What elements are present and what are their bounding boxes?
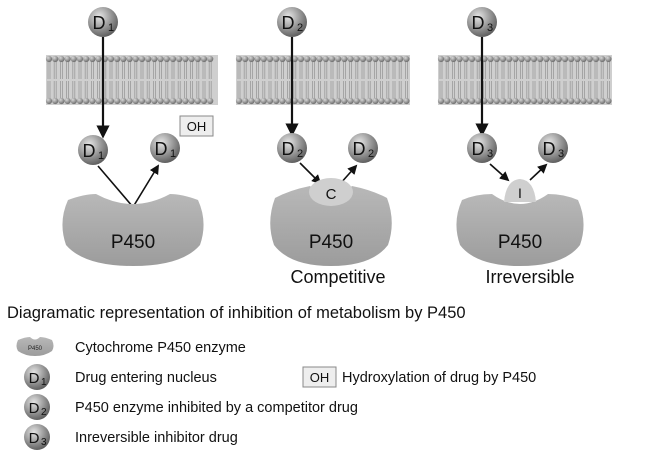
- enzyme-icon: [16, 337, 54, 356]
- svg-text:D: D: [29, 430, 40, 447]
- enzyme-label: P450: [111, 232, 155, 253]
- svg-text:D: D: [29, 370, 40, 387]
- drug-d2-outside: D 2: [277, 7, 307, 37]
- svg-text:1: 1: [41, 377, 47, 388]
- svg-text:D: D: [29, 400, 40, 417]
- enzyme-label: P450: [309, 232, 353, 253]
- legend-enzyme-row: P450 Cytochrome P450 enzyme: [16, 337, 246, 356]
- svg-text:D: D: [472, 13, 485, 33]
- svg-text:D: D: [83, 141, 96, 161]
- svg-text:OH: OH: [187, 119, 207, 134]
- oh-tag: OH: [179, 115, 214, 137]
- legend: P450 Cytochrome P450 enzyme D 1 Drug ent…: [16, 337, 536, 450]
- legend-d3-text: Inreversible inhibitor drug: [75, 430, 238, 446]
- svg-text:2: 2: [297, 148, 303, 160]
- drug-d3-inside: D 3: [467, 133, 497, 163]
- d2-icon: [24, 394, 50, 420]
- legend-d2-text: P450 enzyme inhibited by a competitor dr…: [75, 400, 358, 416]
- oh-icon: [302, 366, 337, 388]
- binding-arrow: [299, 162, 322, 185]
- panel-caption: Competitive: [290, 267, 385, 287]
- drug-label: D: [93, 13, 106, 33]
- svg-text:OH: OH: [310, 370, 330, 385]
- drug-d1-product: D 1: [150, 133, 180, 163]
- svg-text:2: 2: [297, 22, 303, 34]
- legend-d3-row: D 3 Inreversible inhibitor drug: [24, 424, 238, 450]
- drug-d2-inside: D 2: [277, 133, 307, 163]
- legend-d1-row: D 1 Drug entering nucleus OH Hydroxylati…: [24, 364, 536, 390]
- enzyme-label: P450: [498, 232, 542, 253]
- drug-d2-released: D 2: [348, 133, 378, 163]
- diagram-title: Diagramatic representation of inhibition…: [7, 304, 466, 322]
- drug-d1-outside: D 1: [88, 7, 118, 37]
- d1-icon: [24, 364, 50, 390]
- legend-d2-row: D 2 P450 enzyme inhibited by a competito…: [24, 394, 358, 420]
- panel-d1: D 1 D 1 D 1 OH P450: [62, 7, 214, 266]
- svg-text:D: D: [282, 139, 295, 159]
- drug-d3-outside: D 3: [467, 7, 497, 37]
- legend-d1-text: Drug entering nucleus: [75, 370, 217, 386]
- inhibitor-site: [504, 179, 536, 202]
- site-label: C: [326, 186, 337, 203]
- svg-text:2: 2: [368, 148, 374, 160]
- legend-oh-text: Hydroxylation of drug by P450: [342, 370, 536, 386]
- svg-text:1: 1: [98, 150, 104, 162]
- p450-enzyme-1: P450: [62, 194, 204, 266]
- membrane-1: [45, 55, 218, 105]
- svg-text:2: 2: [41, 407, 47, 418]
- cell-membranes: [45, 55, 612, 105]
- drug-subscript: 1: [108, 22, 114, 34]
- release-arrow: [529, 163, 548, 181]
- membrane-2: [235, 55, 410, 105]
- drug-d1-inside: D 1: [78, 135, 108, 165]
- svg-text:3: 3: [487, 22, 493, 34]
- p450-enzyme-2: C P450: [270, 178, 392, 266]
- panel-d3: D 3 D 3 D 3 I P450 Irreversible: [456, 7, 584, 287]
- svg-text:D: D: [155, 139, 168, 159]
- svg-text:3: 3: [558, 148, 564, 160]
- svg-text:3: 3: [487, 148, 493, 160]
- svg-text:D: D: [282, 13, 295, 33]
- binding-arrow: [489, 163, 510, 182]
- svg-text:P450: P450: [28, 346, 43, 352]
- svg-text:1: 1: [170, 148, 176, 160]
- panel-d2: D 2 D 2 D 2 C P450 Competitive: [270, 7, 392, 287]
- d3-icon: [24, 424, 50, 450]
- p450-enzyme-3: I P450: [456, 179, 584, 266]
- svg-text:D: D: [543, 139, 556, 159]
- svg-text:3: 3: [41, 437, 47, 448]
- legend-enzyme-text: Cytochrome P450 enzyme: [75, 340, 246, 356]
- competitor-site: [309, 178, 353, 206]
- site-label: I: [518, 185, 522, 201]
- svg-text:D: D: [353, 139, 366, 159]
- drug-d3-second: D 3: [538, 133, 568, 163]
- panel-caption: Irreversible: [485, 267, 574, 287]
- svg-text:D: D: [472, 139, 485, 159]
- membrane-3: [437, 55, 612, 105]
